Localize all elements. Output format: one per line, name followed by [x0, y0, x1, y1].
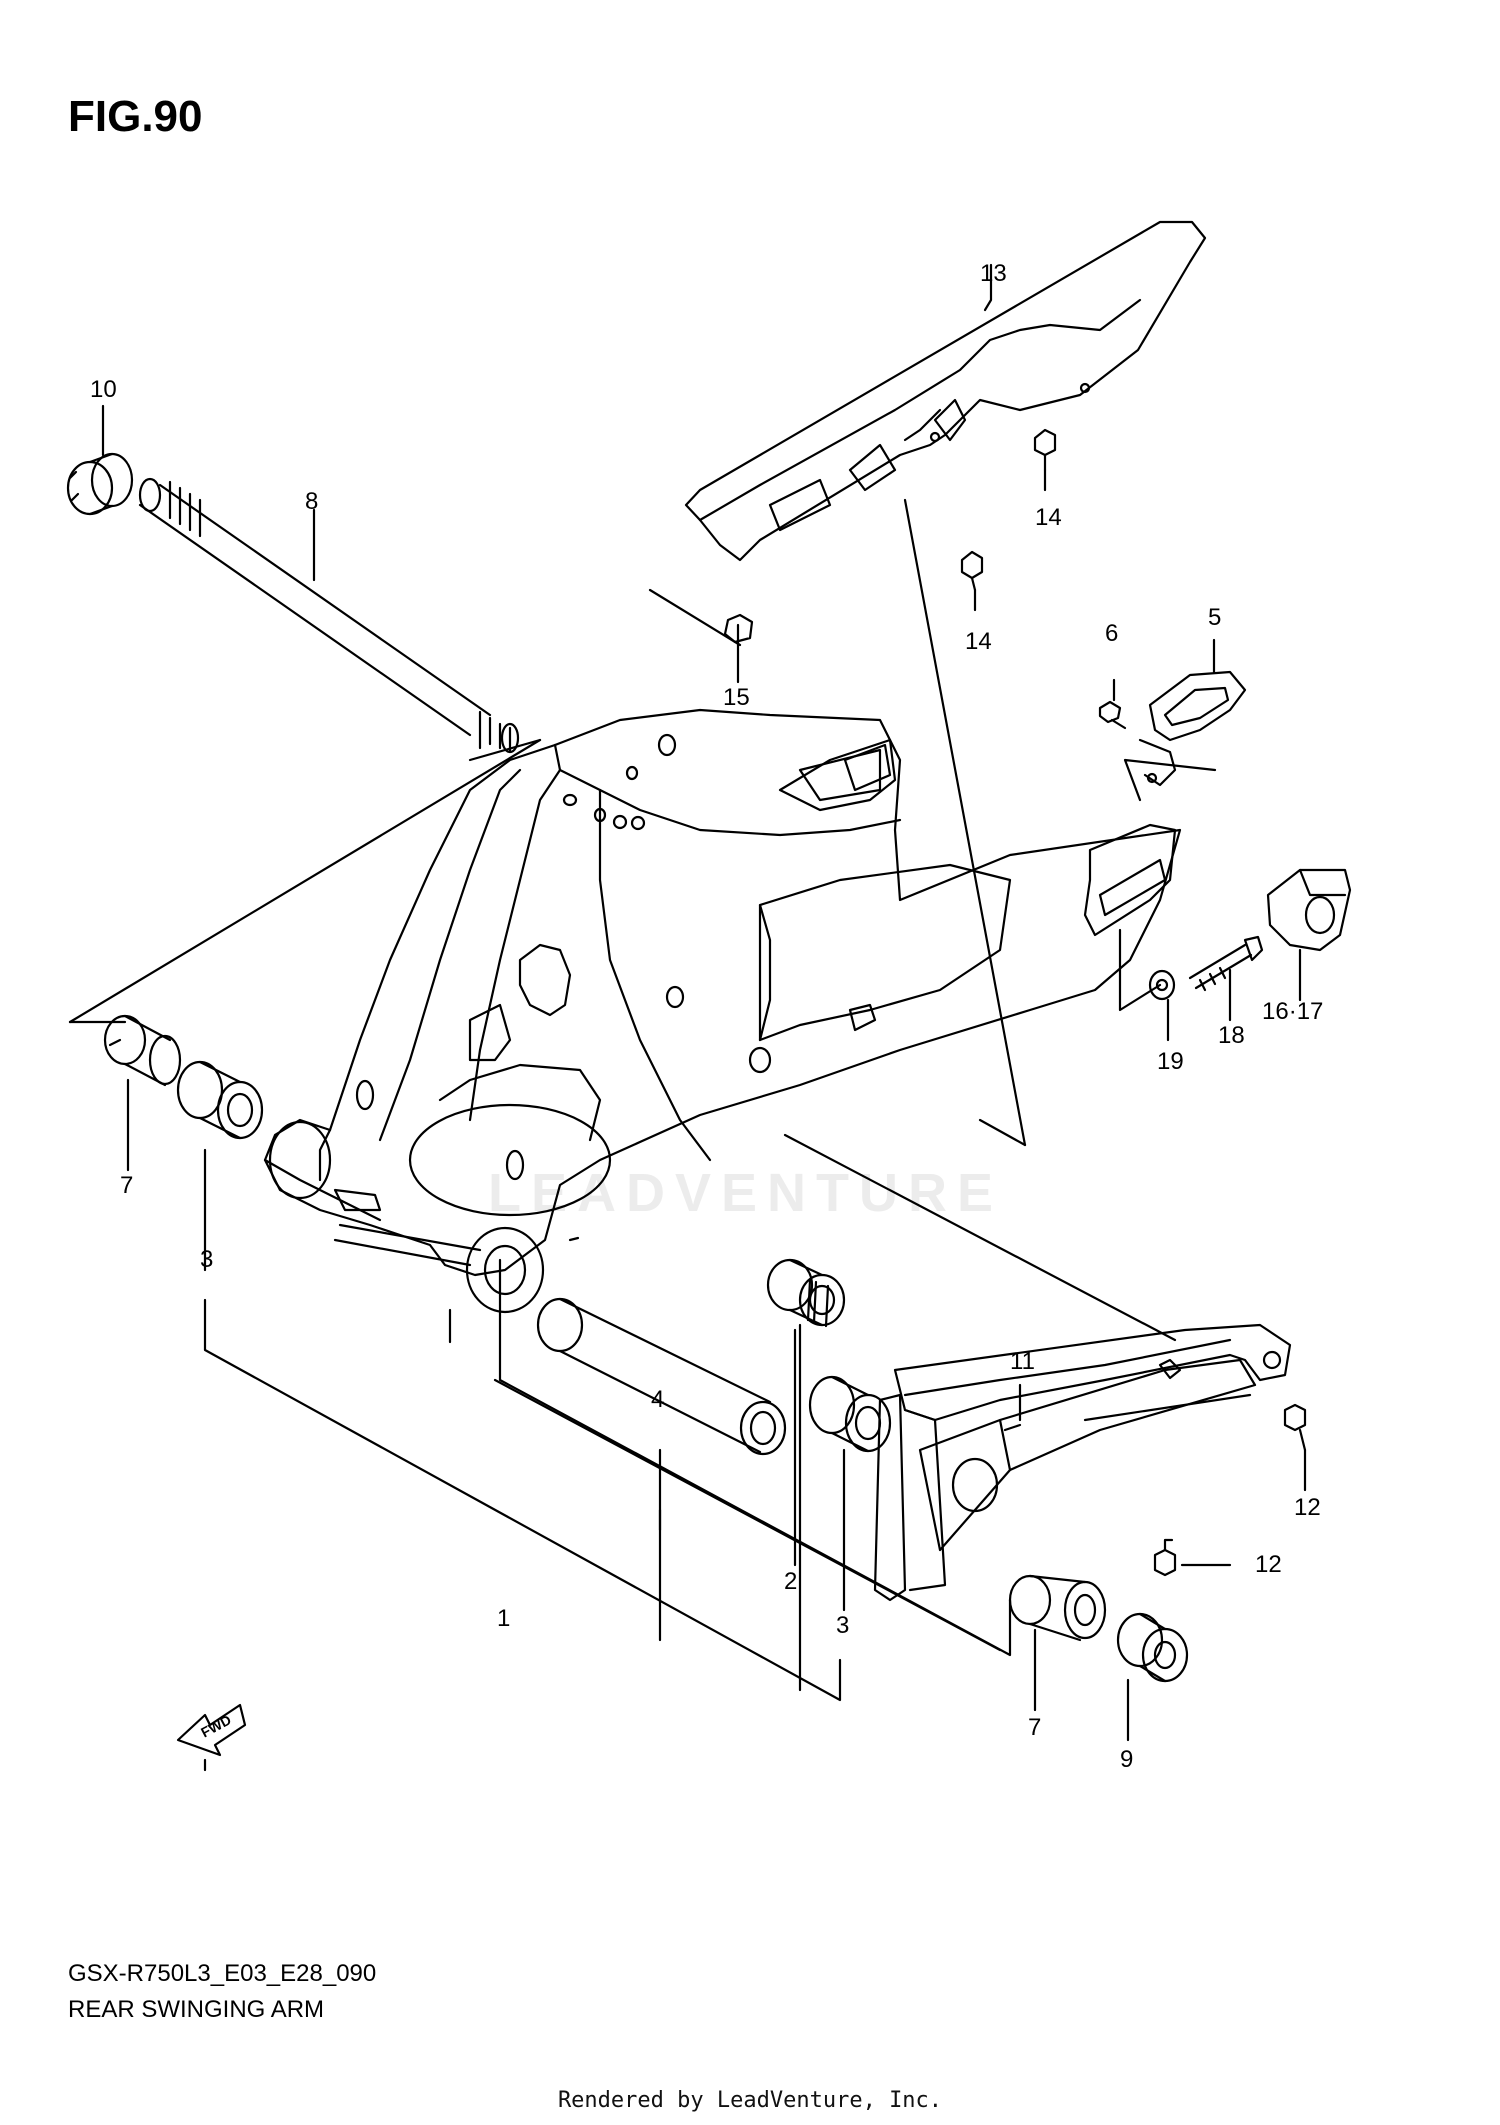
callout-14-lower: 14: [965, 628, 992, 655]
callout-12-lower: 12: [1255, 1551, 1282, 1578]
axle-nut-10: [66, 452, 134, 516]
callout-10: 10: [90, 376, 117, 403]
callout-16-17: 16·17: [1262, 998, 1324, 1025]
bolt-14-lower: [960, 550, 984, 592]
callout-19: 19: [1157, 1048, 1184, 1075]
callout-18: 18: [1218, 1022, 1245, 1049]
callout-7-right: 7: [1028, 1714, 1042, 1741]
bolt-12-upper: [1283, 1403, 1307, 1452]
callout-4: 4: [651, 1386, 665, 1413]
callout-15: 15: [723, 684, 750, 711]
bearing-3-right: [808, 1375, 892, 1453]
watermark: LEADVENTURE: [488, 1163, 1004, 1223]
needle-bearing-2: [766, 1258, 846, 1328]
fwd-arrow: [176, 1703, 247, 1772]
pivot-bushing-4: [536, 1297, 787, 1456]
callout-14-upper: 14: [1035, 504, 1062, 531]
callout-13: 13: [980, 260, 1007, 287]
bolt-14-upper: [1033, 428, 1057, 472]
nut-19: [1148, 969, 1176, 1001]
callout-5: 5: [1208, 604, 1222, 631]
model-code: GSX-R750L3_E03_E28_090: [68, 1960, 377, 1987]
clip-15: [723, 613, 754, 644]
callout-1: 1: [497, 1605, 511, 1632]
collar-7-right: [1008, 1574, 1107, 1642]
swingarm-1: [263, 708, 1182, 1314]
callout-8: 8: [305, 488, 319, 515]
bolt-6: [1098, 700, 1127, 730]
nut-9: [1116, 1612, 1189, 1683]
callout-11: 11: [1010, 1348, 1035, 1375]
adjuster-block-16-17: [1266, 868, 1352, 952]
figure-title: FIG.90: [68, 92, 203, 141]
callout-3-left: 3: [200, 1246, 214, 1273]
render-credit: Rendered by LeadVenture, Inc.: [557, 2088, 943, 2113]
pivot-shaft-8: [138, 477, 520, 754]
chain-buffer-11: [873, 1323, 1292, 1602]
callout-9: 9: [1120, 1746, 1134, 1773]
callout-12-upper: 12: [1294, 1494, 1321, 1521]
chain-plate-5: [1138, 670, 1247, 787]
chain-cover-part: [684, 220, 1207, 562]
callout-7-left: 7: [120, 1172, 134, 1199]
callout-2: 2: [784, 1568, 798, 1595]
bearing-3-left: [176, 1060, 264, 1140]
callout-3-right: 3: [836, 1612, 850, 1639]
section-name: REAR SWINGING ARM: [68, 1996, 325, 2023]
collar-7-left: [103, 1014, 182, 1087]
adjuster-bolt-18: [1188, 935, 1264, 992]
bolt-12-lower: [1153, 1538, 1177, 1577]
callout-6: 6: [1105, 620, 1119, 647]
